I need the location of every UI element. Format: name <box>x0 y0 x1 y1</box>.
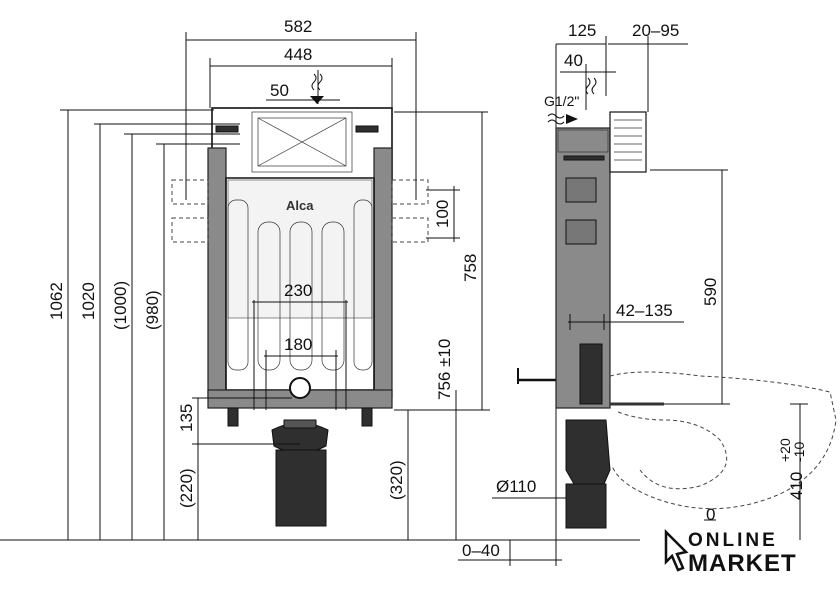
anchor-right <box>391 179 429 243</box>
rib-side-left <box>227 199 249 371</box>
dim-water-inlet: G1/2" <box>544 93 579 109</box>
dim-anchor-spacing: 100 <box>433 200 452 228</box>
brand-logo: Alca <box>286 198 314 213</box>
dim-bowl-tol-minus: -10 <box>791 442 807 462</box>
side-drain-elbow <box>565 419 611 485</box>
dim-overall-height: 1062 <box>47 282 66 320</box>
dim-wall-gap: 20–95 <box>632 21 679 40</box>
dim-height-1000: (1000) <box>111 281 130 330</box>
frame-upright-right <box>373 147 393 399</box>
dim-drain-220: (220) <box>177 468 196 508</box>
side-view <box>517 44 837 540</box>
flush-cross-b <box>257 117 347 167</box>
dim-leg-180: 180 <box>284 335 312 354</box>
dim-outlet-height: 756 ±10 <box>435 339 454 400</box>
cursor-icon <box>664 528 689 572</box>
rib-3 <box>321 221 345 371</box>
water-inlet-arrows <box>310 73 597 125</box>
front-dimension-lines <box>60 32 490 540</box>
dim-pipe-diameter: Ø110 <box>496 477 536 496</box>
side-drain-pipe <box>565 483 607 529</box>
side-slot-1 <box>565 177 597 203</box>
frame-upright-left <box>207 147 227 399</box>
dim-depth-125: 125 <box>568 21 596 40</box>
dim-floor-offset: 0–40 <box>462 541 500 560</box>
dim-depth-40: 40 <box>564 51 583 70</box>
drain-pipe <box>275 449 327 527</box>
anchor-left <box>171 179 209 243</box>
dim-zero-mark: 0 <box>706 505 715 524</box>
flush-opening <box>251 111 353 173</box>
rib-side-right <box>353 199 373 371</box>
rib-2 <box>289 221 313 371</box>
dim-leg-230: 230 <box>284 281 312 300</box>
foot-left <box>227 407 239 427</box>
side-bar-1 <box>563 155 605 161</box>
outlet-hole <box>289 377 311 399</box>
dim-frame-height: 758 <box>461 254 480 282</box>
dim-bowl-height: 410 <box>787 472 806 500</box>
rib-1 <box>257 221 281 371</box>
dim-bowl-tol-plus: +20 <box>777 438 793 462</box>
dim-drain-135: 135 <box>177 404 196 432</box>
dim-frame-width: 448 <box>284 45 312 64</box>
watermark-line2: MARKET <box>688 550 797 577</box>
dim-height-980: (980) <box>143 290 162 330</box>
side-coil <box>609 111 647 173</box>
side-bracket <box>579 343 603 405</box>
flush-opening-inner <box>257 117 347 167</box>
dim-height-590: 590 <box>701 278 720 306</box>
cistern-bracket-left <box>215 125 239 133</box>
cistern-bracket-right <box>355 125 379 133</box>
foot-right <box>361 407 373 427</box>
watermark-line1: ONLINE <box>688 530 778 551</box>
online-market-watermark: ONLINE MARKET <box>664 528 809 580</box>
dim-rod-range: 42–135 <box>616 301 673 320</box>
side-slot-2 <box>565 219 597 245</box>
dim-drain-320: (320) <box>387 460 406 500</box>
side-dimension-lines <box>458 36 808 566</box>
dim-inlet-offset: 50 <box>270 81 289 100</box>
side-cistern-top <box>557 129 609 153</box>
drain-neck <box>283 419 317 429</box>
dim-height-1020: 1020 <box>79 282 98 320</box>
dim-overall-width: 582 <box>284 17 312 36</box>
front-view: Alca <box>171 107 429 527</box>
toilet-bowl-outline <box>609 371 837 510</box>
toilet-bowl-inner <box>617 411 728 490</box>
